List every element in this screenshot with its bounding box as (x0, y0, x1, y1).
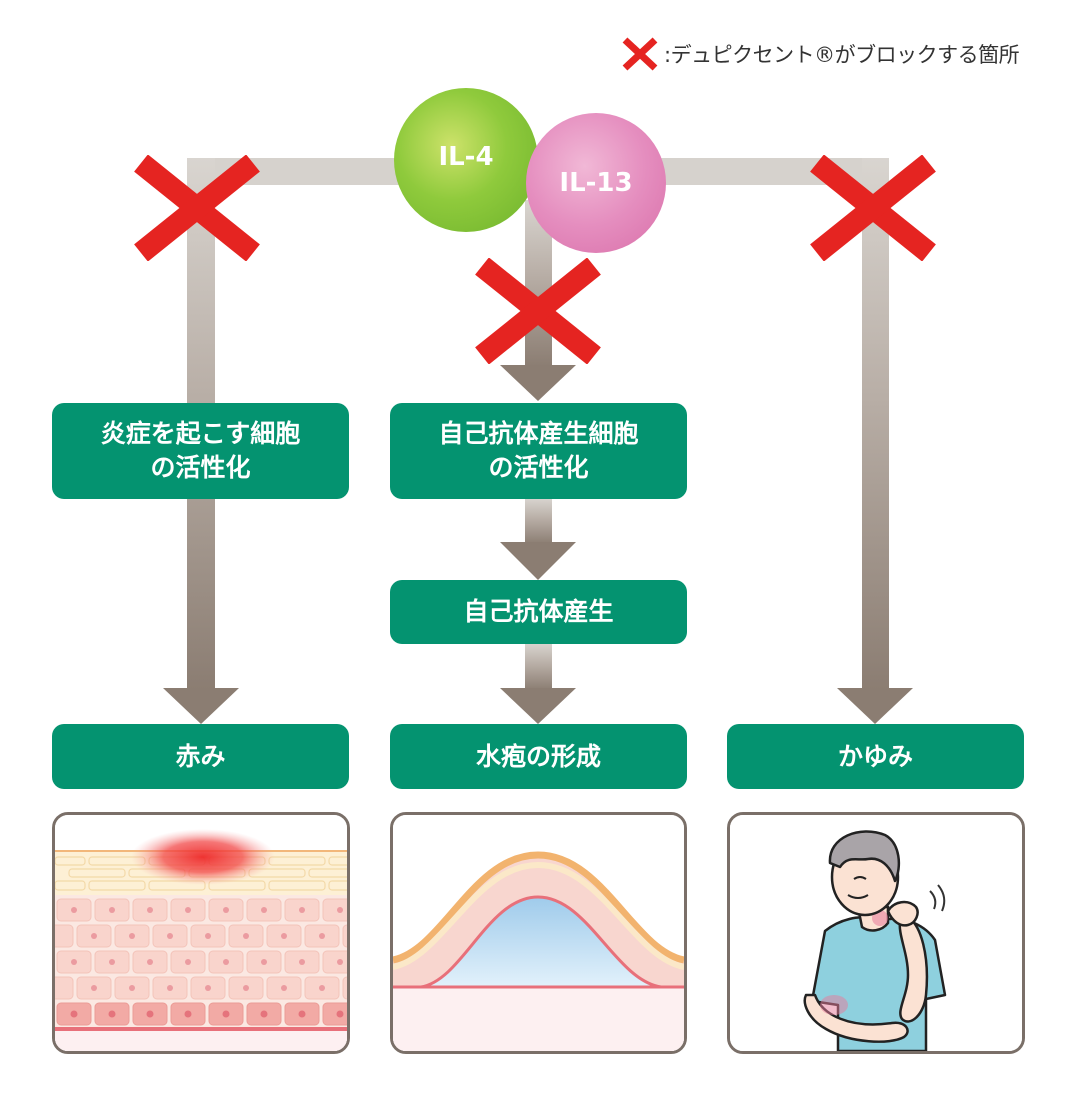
blister-formation-outcome-box: 水疱の形成 (390, 724, 687, 789)
il4-label: IL-4 (438, 142, 494, 172)
box-text: かゆみ (837, 741, 913, 771)
box-text-line1: 自己抗体産生細胞 (438, 419, 639, 449)
right-connector (862, 158, 889, 690)
itching-person-illustration (727, 812, 1025, 1054)
autoantibody-production-box: 自己抗体産生 (390, 580, 687, 644)
itching-man-icon (730, 815, 1022, 1051)
box-text: 水疱の形成 (475, 741, 601, 771)
skin-redness-illustration (52, 812, 350, 1054)
middle-arrow-head-1 (500, 365, 576, 405)
inflammatory-cell-activation-box: 炎症を起こす細胞 の活性化 (52, 403, 349, 499)
legend-text: :デュピクセント®がブロックする箇所 (664, 43, 1020, 67)
box-text: 赤み (175, 741, 226, 771)
skin-layers-icon (55, 815, 347, 1051)
red-x-icon (620, 36, 660, 72)
middle-connector-mid (525, 498, 552, 544)
box-text-line2: の活性化 (488, 453, 589, 482)
il13-circle: IL-13 (526, 113, 666, 253)
autoantibody-cell-activation-box: 自己抗体産生細胞 の活性化 (390, 403, 687, 499)
box-text-line1: 炎症を起こす細胞 (100, 419, 301, 449)
block-x-icon-left (133, 155, 261, 261)
blister-illustration (390, 812, 687, 1054)
right-arrow-head (837, 688, 913, 728)
block-x-icon-middle (474, 258, 602, 364)
block-x-icon-right (809, 155, 937, 261)
il13-label: IL-13 (559, 168, 633, 198)
left-arrow-head (163, 688, 239, 728)
middle-arrow-head-2 (500, 542, 576, 584)
blister-icon (393, 815, 684, 1051)
box-text-line2: の活性化 (150, 453, 251, 482)
middle-connector-bottom (525, 643, 552, 690)
redness-outcome-box: 赤み (52, 724, 349, 789)
middle-arrow-head-3 (500, 688, 576, 728)
box-text: 自己抗体産生 (463, 597, 614, 627)
il4-circle: IL-4 (394, 88, 538, 232)
itching-outcome-box: かゆみ (727, 724, 1024, 789)
legend: :デュピクセント®がブロックする箇所 (620, 36, 1020, 72)
